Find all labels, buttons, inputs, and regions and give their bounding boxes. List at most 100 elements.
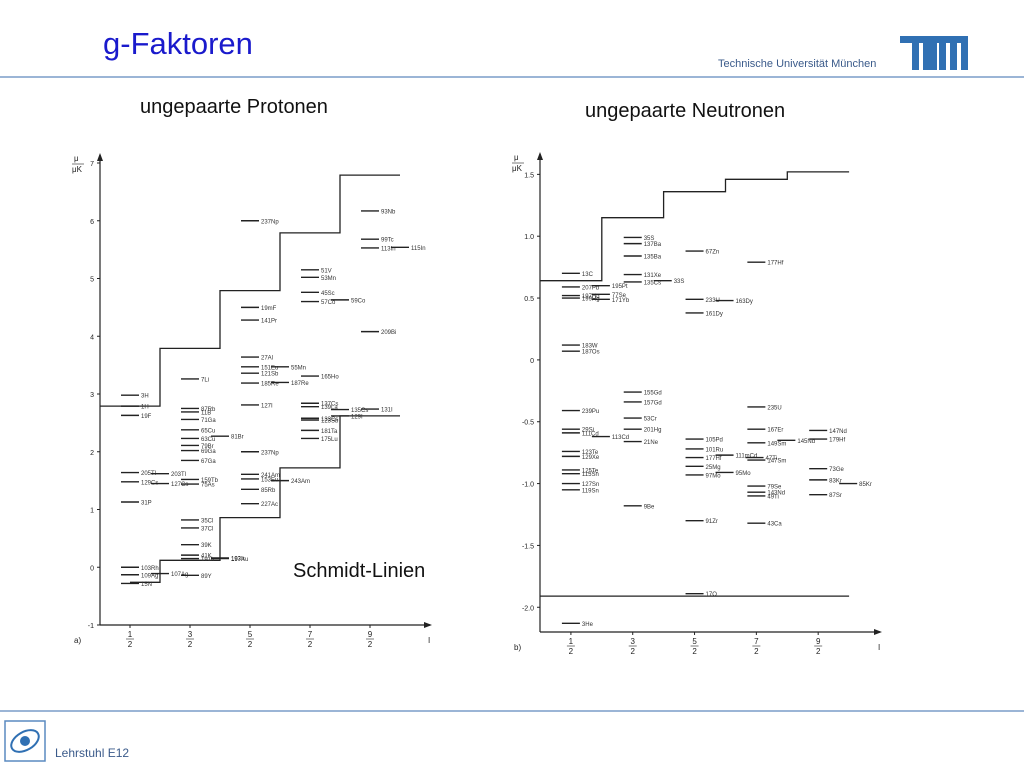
x-tick-numerator: 7	[308, 630, 313, 639]
nuclide-label: 191Ir	[201, 557, 215, 563]
nuclide-label: 201Hg	[644, 428, 662, 434]
nuclide-label: 177Hf	[767, 261, 783, 267]
nuclide-label: 135Cs	[351, 408, 368, 414]
nuclide-label: 127Cs	[171, 482, 188, 488]
x-tick-numerator: 1	[569, 637, 574, 646]
nuclide-label: 199Hg	[582, 297, 600, 303]
nuclide-label: 45Sc	[321, 291, 335, 297]
y-axis-arrow	[537, 152, 543, 160]
x-tick-numerator: 7	[754, 637, 759, 646]
nuclide-label: 113Cd	[612, 435, 629, 441]
y-axis-label-den: μK	[72, 165, 83, 174]
nuclide-label: 167Er	[767, 428, 783, 434]
y-tick-label: 6	[90, 219, 94, 226]
nuclide-label: 95Mo	[736, 471, 752, 477]
nuclide-label: 193Ir	[231, 557, 245, 563]
nuclide-label: 131I	[381, 408, 393, 414]
nuclide-label: 149Sm	[767, 441, 786, 447]
nuclide-label: 67Zn	[706, 250, 720, 256]
y-tick-label: -1.0	[522, 482, 534, 489]
nuclide-label: 37Cl	[201, 526, 213, 532]
schmidt-line-upper	[540, 171, 850, 282]
x-tick-numerator: 1	[128, 630, 133, 639]
x-axis-label: I	[878, 643, 880, 652]
nuclide-label: 203Tl	[171, 472, 186, 478]
nuclide-label: 3He	[582, 622, 594, 628]
x-tick-denominator: 2	[754, 647, 759, 656]
nuclide-label: 51V	[321, 268, 332, 274]
nuclide-label: 77Se	[612, 293, 627, 299]
nuclide-label: 87Rb	[201, 407, 216, 413]
nuclide-label: 123Sb	[321, 418, 339, 424]
x-tick-numerator: 3	[631, 637, 636, 646]
nuclide-label: 233U	[706, 298, 720, 304]
nuclide-label: 187Os	[582, 350, 600, 356]
nuclide-label: 103Rh	[141, 566, 159, 572]
nuclide-label: 129Cs	[141, 480, 158, 486]
y-axis-label: μ	[514, 153, 519, 162]
nuclide-label: 29Si	[582, 428, 594, 434]
y-axis-label-den: μK	[512, 164, 523, 173]
nuclide-label: 237Np	[261, 219, 279, 225]
x-tick-denominator: 2	[188, 640, 193, 649]
schmidt-line-upper	[100, 174, 400, 407]
x-axis-arrow	[424, 622, 432, 628]
nuclide-label: 171Yb	[612, 298, 630, 304]
nuclide-label: 55Mn	[291, 365, 306, 371]
nuclide-label: 79Se	[767, 485, 782, 491]
x-tick-numerator: 9	[368, 630, 373, 639]
nuclide-label: 87Sr	[829, 493, 842, 499]
nuclide-label: 147Sm	[767, 459, 786, 465]
nuclide-label: 31P	[141, 500, 152, 506]
nuclide-label: 27Al	[261, 356, 273, 362]
y-tick-label: -1.5	[522, 543, 534, 550]
y-tick-label: 3	[90, 392, 94, 399]
schmidt-line-lower	[130, 415, 400, 583]
nuclide-label: 143Nd	[767, 491, 785, 497]
y-tick-label: 0.5	[524, 296, 534, 303]
panel-label: b)	[514, 643, 521, 652]
nuclide-label: 183W	[582, 344, 598, 350]
nuclide-label: 41K	[201, 554, 212, 560]
nuclide-label: 161Dy	[706, 311, 723, 317]
nuclide-label: 69Ga	[201, 449, 216, 455]
nuclide-label: 75As	[201, 483, 215, 489]
nuclide-label: 21Ne	[644, 440, 659, 446]
nuclide-label: 137Ba	[644, 242, 662, 248]
x-tick-denominator: 2	[569, 647, 574, 656]
nuclide-label: 179Hf	[829, 438, 845, 444]
y-tick-label: -0.5	[522, 420, 534, 427]
university-name: Technische Universität München	[718, 58, 877, 70]
nuclide-label: 119Sn	[582, 488, 599, 494]
footer-divider	[0, 710, 1024, 712]
nuclide-label: 59Co	[351, 298, 366, 304]
nuclide-label: 137Cs	[321, 402, 338, 408]
y-tick-label: 1	[90, 508, 94, 515]
nuclide-label: 113In	[381, 246, 396, 252]
nuclide-label: 197Hg	[582, 294, 600, 300]
nuclide-label: 53Cr	[644, 417, 657, 423]
nuclide-label: 17O	[706, 592, 718, 598]
nuclide-label: 85Kr	[859, 482, 872, 488]
nuclide-label: 181Ta	[321, 429, 338, 435]
nuclide-label: 107Ag	[171, 572, 188, 578]
nuclide-label: 99Tc	[381, 238, 394, 244]
y-tick-label: -2.0	[522, 605, 534, 612]
x-axis-arrow	[874, 629, 882, 635]
header-divider	[0, 76, 1024, 78]
x-tick-numerator: 3	[188, 630, 193, 639]
nuclide-label: 91Zr	[706, 519, 718, 525]
nuclide-label: 165Ho	[321, 375, 339, 381]
nuclide-label: 65Cu	[201, 428, 215, 434]
nuclide-label: 129I	[351, 414, 363, 420]
nuclide-label: 73Ge	[829, 467, 844, 473]
nuclide-label: 237Np	[261, 450, 279, 456]
nuclide-label: 147Nd	[829, 429, 847, 435]
x-tick-denominator: 2	[368, 640, 373, 649]
nuclide-label: 19F	[141, 414, 152, 420]
nuclide-label: 83Kr	[829, 478, 842, 484]
nuclide-label: 207Pb	[582, 285, 600, 291]
nuclide-label: 43Ca	[767, 522, 782, 528]
x-tick-denominator: 2	[631, 647, 636, 656]
